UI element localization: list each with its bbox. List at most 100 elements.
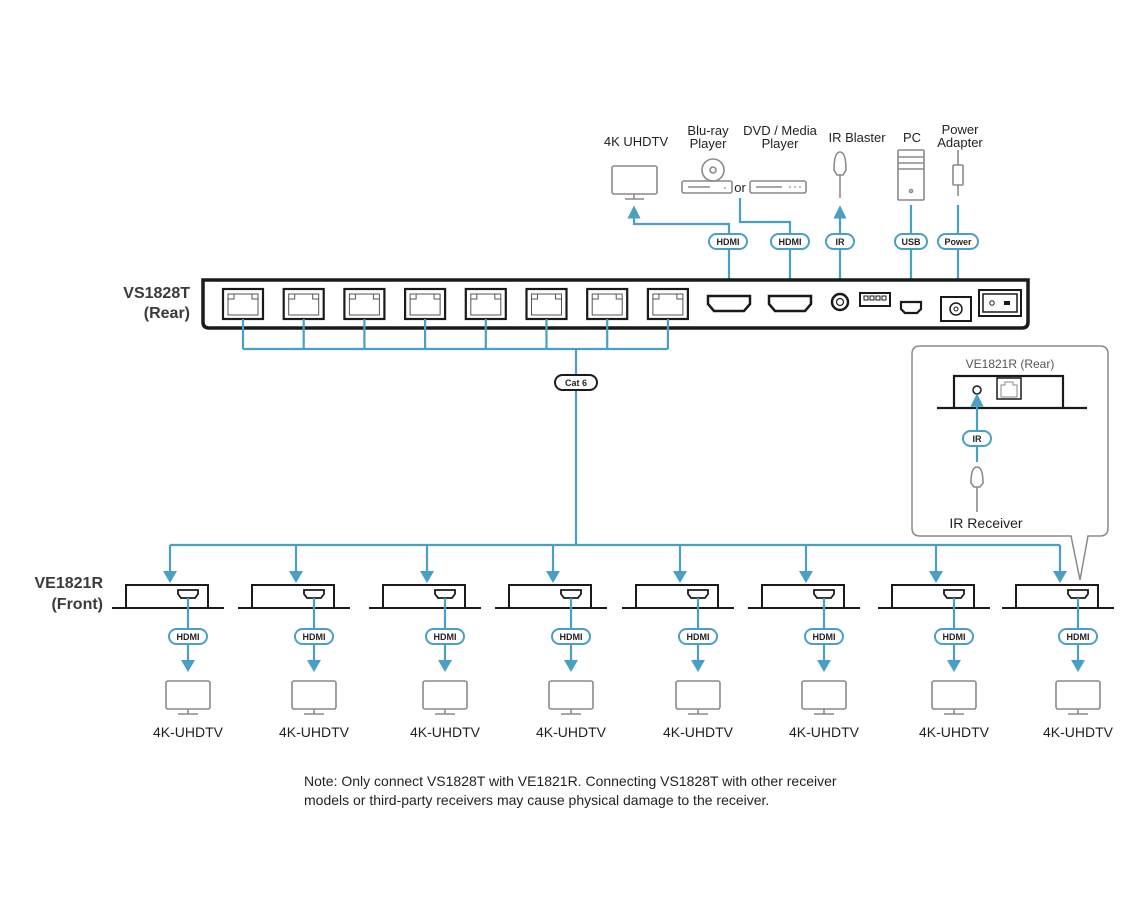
arrow-icon <box>307 660 321 672</box>
display-label: 4K-UHDTV <box>919 724 990 740</box>
receiver-unit: HDMI 4K-UHDTV <box>1002 545 1114 740</box>
arrow-icon <box>817 660 831 672</box>
receiver-box <box>635 584 719 608</box>
hdmi-out-badge: HDMI <box>708 233 748 250</box>
hdmi-badge: HDMI <box>168 628 208 645</box>
receiver-row: HDMI4K-UHDTVHDMI4K-UHDTVHDMI4K-UHDTVHDMI… <box>112 543 1114 740</box>
arrow-icon <box>163 571 177 583</box>
usb-badge: USB <box>894 233 928 250</box>
hdmi-badge: HDMI <box>551 628 591 645</box>
display-label: 4K-UHDTV <box>410 724 481 740</box>
transmitter-name: VS1828T <box>123 285 190 302</box>
arrow-icon <box>546 571 560 583</box>
ir-receiver-badge: IR <box>962 430 992 447</box>
arrow-icon <box>1053 571 1067 583</box>
receiver-unit: HDMI 4K-UHDTV <box>495 545 607 740</box>
monitor-icon <box>1055 680 1101 715</box>
rj45-port <box>282 287 325 321</box>
label-blu-ray-1: Blu-ray <box>687 123 729 138</box>
source-labels: 4K UHDTV Blu-ray Player DVD / Media Play… <box>604 122 984 195</box>
arrow-icon <box>929 571 943 583</box>
monitor-icon <box>801 680 847 715</box>
monitor-icon <box>675 680 721 715</box>
usb-port <box>899 300 923 315</box>
hdmi-port <box>1067 589 1089 599</box>
hdmi-badge-label: HDMI <box>813 632 836 642</box>
arrow-icon <box>438 660 452 672</box>
rj45-port <box>221 287 265 321</box>
dc-power-port <box>940 296 972 322</box>
power-badge: Power <box>937 233 979 250</box>
display-label: 4K-UHDTV <box>536 724 607 740</box>
svg-text:HDMI: HDMI <box>717 237 740 247</box>
display-label: 4K-UHDTV <box>663 724 734 740</box>
cat6-badge-label: Cat 6 <box>565 378 587 388</box>
label-ir-blaster: IR Blaster <box>828 130 886 145</box>
ir-blaster-icon <box>833 151 847 198</box>
hdmi-badge: HDMI <box>678 628 718 645</box>
rj45-port <box>525 287 568 321</box>
ir-badge: IR <box>825 233 855 250</box>
transmitter-view: (Rear) <box>144 305 190 322</box>
receiver-unit: HDMI 4K-UHDTV <box>748 545 860 740</box>
rj45-port <box>404 287 447 321</box>
transmitter-panel <box>201 278 1030 330</box>
dip-switch <box>859 292 891 307</box>
label-4k-uhdtv: 4K UHDTV <box>604 134 669 149</box>
hdmi-badge: HDMI <box>804 628 844 645</box>
arrow-icon <box>564 660 578 672</box>
receiver-unit: HDMI 4K-UHDTV <box>878 545 990 740</box>
receiver-box <box>1015 584 1099 608</box>
hdmi-badge-label: HDMI <box>177 632 200 642</box>
monitor-icon <box>422 680 468 715</box>
callout-title: VE1821R (Rear) <box>966 357 1055 371</box>
note-line-1: Note: Only connect VS1828T with VE1821R.… <box>304 773 837 789</box>
receiver-box <box>125 584 209 608</box>
hdmi-badge: HDMI <box>1058 628 1098 645</box>
display-label: 4K-UHDTV <box>1043 724 1114 740</box>
rj45-port <box>646 287 690 321</box>
hdmi-badge-label: HDMI <box>943 632 966 642</box>
cat6-badge: Cat 6 <box>554 374 598 391</box>
hdmi-badge: HDMI <box>934 628 974 645</box>
rj45-port-group <box>221 287 690 321</box>
hdmi-badge-label: HDMI <box>1067 632 1090 642</box>
pc-tower-icon <box>897 149 925 201</box>
hdmi-port <box>303 589 325 599</box>
label-pc: PC <box>903 130 921 145</box>
monitor-icon <box>165 680 211 715</box>
hdmi-port <box>434 589 456 599</box>
label-dvd-1: DVD / Media <box>743 123 817 138</box>
rj45-port <box>586 287 629 321</box>
display-label: 4K-UHDTV <box>279 724 350 740</box>
hdmi-in-badge: HDMI <box>770 233 810 250</box>
ir-port <box>972 385 982 395</box>
power-adapter-icon <box>952 150 964 196</box>
arrow-icon <box>420 571 434 583</box>
svg-text:IR: IR <box>836 237 846 247</box>
receiver-unit: HDMI 4K-UHDTV <box>238 545 350 740</box>
display-label: 4K-UHDTV <box>789 724 860 740</box>
rj45-port <box>343 287 386 321</box>
receiver-box <box>761 584 845 608</box>
receiver-view: (Front) <box>51 596 103 613</box>
svg-text:IR: IR <box>973 434 983 444</box>
arrow-icon <box>799 571 813 583</box>
receiver-rear-callout: VE1821R (Rear) IR IR Receiver <box>911 345 1109 581</box>
note-line-2: models or third-party receivers may caus… <box>304 792 770 808</box>
hdmi-badge: HDMI <box>425 628 465 645</box>
arrow-icon <box>673 571 687 583</box>
hdmi-port <box>177 589 199 599</box>
arrow-icon <box>691 660 705 672</box>
monitor-icon <box>931 680 977 715</box>
svg-text:USB: USB <box>901 237 921 247</box>
hdmi-badge: HDMI <box>294 628 334 645</box>
hdmi-badge-label: HDMI <box>434 632 457 642</box>
blu-ray-player-icon <box>681 158 733 194</box>
receiver-box <box>251 584 335 608</box>
arrow-icon <box>947 660 961 672</box>
arrow-icon <box>1071 660 1085 672</box>
receiver-box <box>382 584 466 608</box>
monitor-icon <box>548 680 594 715</box>
